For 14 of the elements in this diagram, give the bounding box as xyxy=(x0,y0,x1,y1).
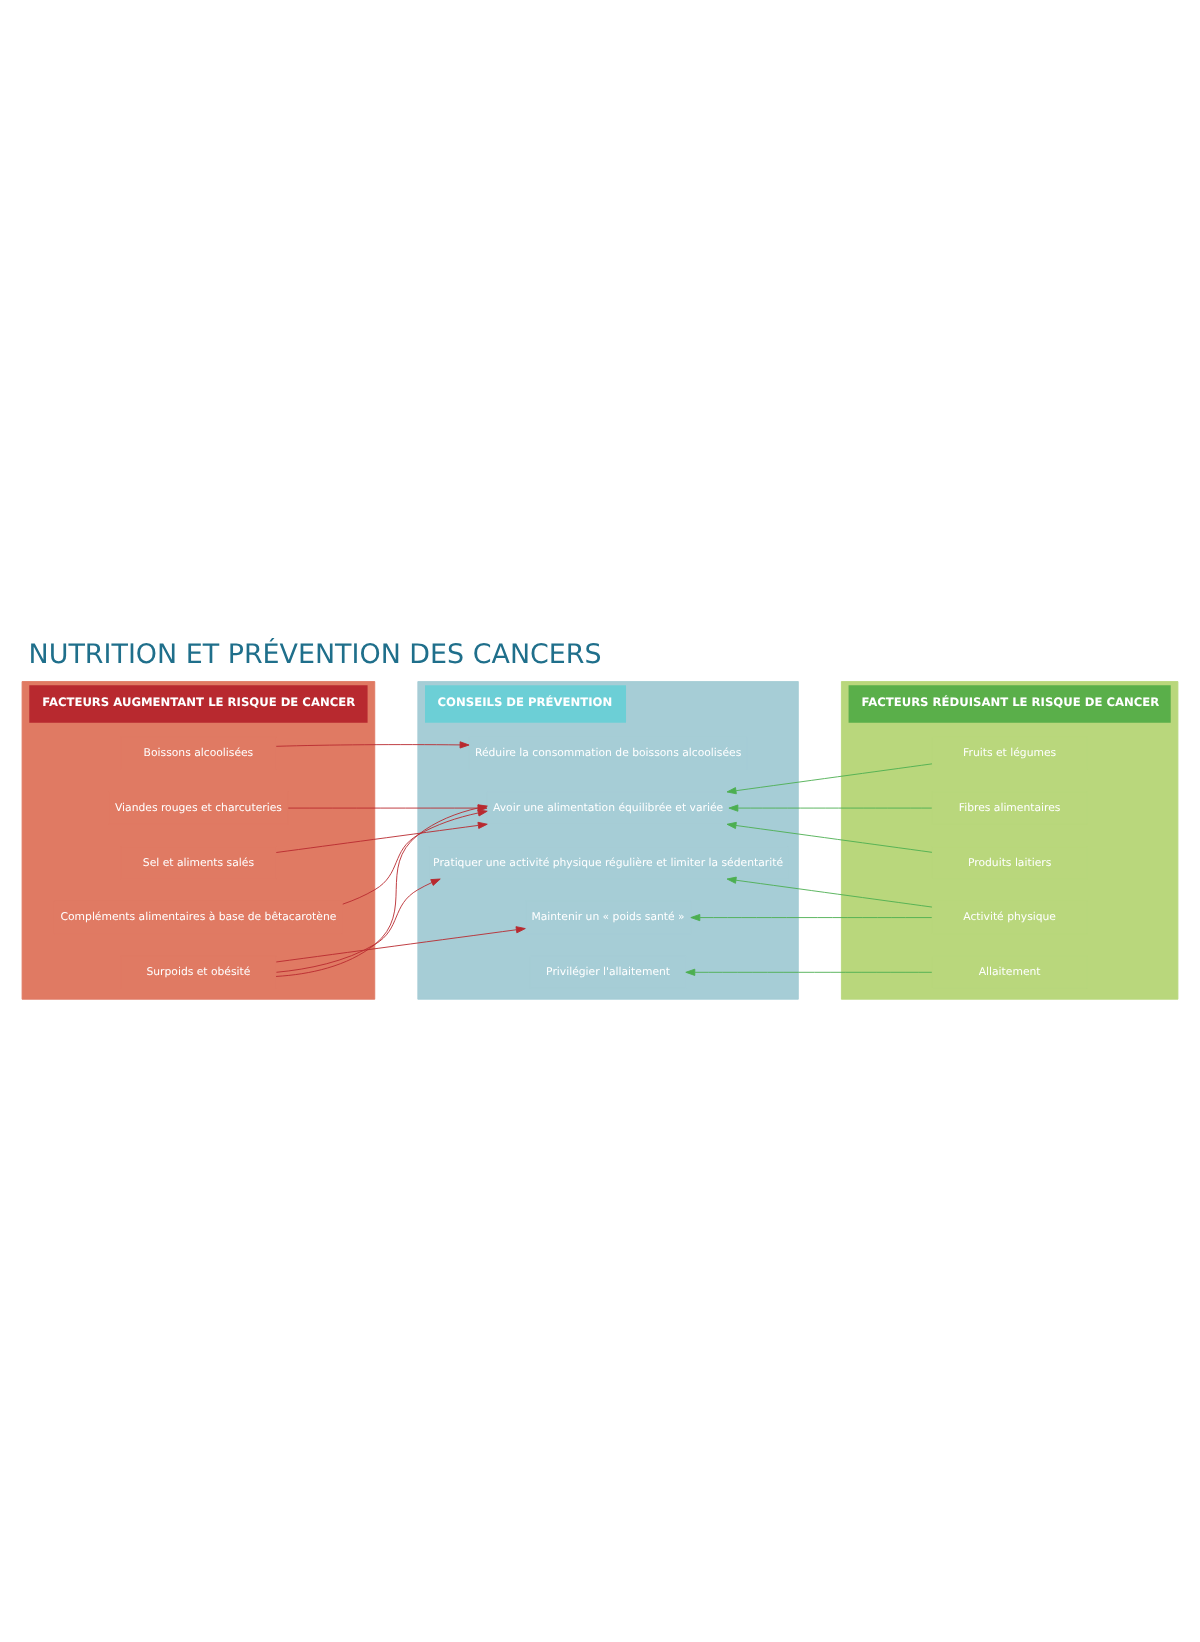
arrow xyxy=(342,808,488,904)
arrow xyxy=(287,803,488,811)
arrow xyxy=(690,912,933,921)
arrow xyxy=(728,803,933,811)
arrow xyxy=(276,877,441,972)
arrow xyxy=(726,820,933,852)
arrow xyxy=(726,875,933,907)
arrow xyxy=(275,803,488,976)
arrow xyxy=(275,740,470,748)
arrow xyxy=(726,762,933,794)
arrow xyxy=(275,925,526,962)
diagram-title: NUTRITION ET PRÉVENTION DES CANCERS xyxy=(28,639,602,670)
arrow xyxy=(685,967,933,975)
arrow xyxy=(275,820,488,852)
